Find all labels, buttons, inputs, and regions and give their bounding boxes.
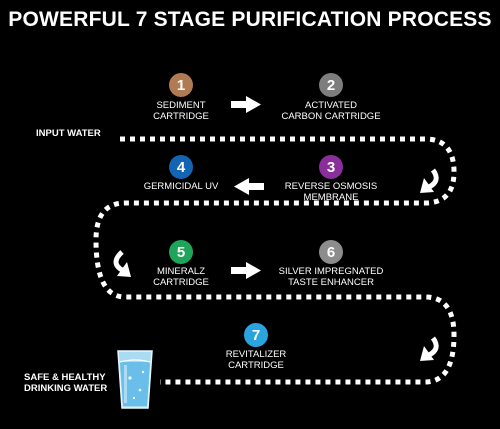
stage-5-label: MINERALZ CARTRIDGE (153, 266, 209, 288)
arrow-left-icon (234, 178, 264, 195)
stage-6-badge: 6 (319, 240, 343, 264)
stage-1-label: SEDIMENT CARTRIDGE (153, 100, 209, 122)
arrow-right-icon (231, 96, 261, 113)
output-water-label: SAFE & HEALTHY DRINKING WATER (24, 372, 108, 394)
water-glass-icon (117, 350, 153, 409)
stage-7-label: REVITALIZER CARTRIDGE (225, 349, 287, 371)
stage-5-badge: 5 (169, 240, 193, 264)
stage-2-label: ACTIVATED CARBON CARTRIDGE (281, 100, 381, 122)
stage-3-badge: 3 (319, 155, 343, 179)
stage-2-badge: 2 (319, 73, 343, 97)
stage-4-badge: 4 (169, 155, 193, 179)
stage-4-label: GERMICIDAL UV (143, 181, 219, 192)
curved-arrow-icon (427, 168, 439, 190)
stage-6-label: SILVER IMPREGNATED TASTE ENHANCER (278, 266, 384, 288)
page-title: POWERFUL 7 STAGE PURIFICATION PROCESS (8, 8, 492, 31)
curved-arrow-icon (427, 336, 439, 358)
curved-arrow-icon (113, 250, 124, 273)
stage-1-badge: 1 (169, 73, 193, 97)
stage-3-label: REVERSE OSMOSIS MEMBRANE (284, 181, 378, 203)
curved-arrow-head (117, 262, 131, 277)
input-water-label: INPUT WATER (36, 128, 101, 139)
curved-arrow-head (420, 346, 434, 361)
dotted-flow-path (93, 136, 457, 385)
curved-arrow-head (420, 178, 434, 193)
stage-7-badge: 7 (244, 323, 268, 347)
arrow-right-icon (231, 262, 261, 279)
